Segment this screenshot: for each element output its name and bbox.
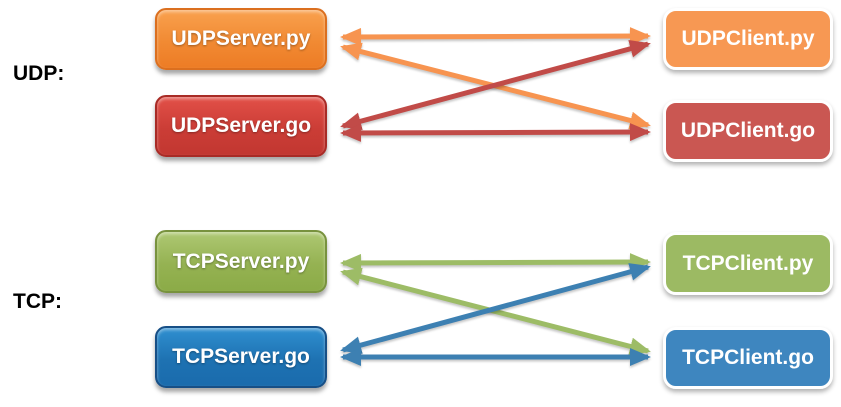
arrow-udpserver-go-udpclient-py — [340, 39, 651, 131]
arrow-tcpserver-go-tcpclient-py — [340, 263, 651, 354]
udp-section-label: UDP: — [13, 62, 65, 85]
node-tcp-client-py: TCPClient.py — [663, 232, 833, 295]
node-label: UDPClient.go — [680, 119, 816, 142]
node-label: TCPServer.go — [172, 345, 310, 368]
node-udp-client-go: UDPClient.go — [663, 100, 833, 162]
node-label: UDPServer.py — [171, 27, 311, 50]
node-label: UDPServer.go — [170, 114, 312, 137]
node-label: UDPClient.py — [681, 27, 815, 50]
node-tcp-server-go: TCPServer.go — [155, 326, 327, 388]
node-udp-server-py: UDPServer.py — [155, 8, 327, 70]
node-label: TCPClient.py — [682, 251, 814, 275]
node-tcp-server-py: TCPServer.py — [155, 230, 327, 293]
arrow-udpserver-go-udpclient-go — [340, 123, 651, 142]
node-udp-server-go: UDPServer.go — [155, 95, 327, 157]
node-udp-client-py: UDPClient.py — [663, 8, 833, 70]
node-label: TCPServer.py — [172, 249, 310, 273]
arrow-tcpserver-py-tcpclient-py — [340, 253, 651, 272]
node-label: TCPClient.go — [682, 346, 814, 369]
node-tcp-client-go: TCPClient.go — [663, 327, 833, 389]
tcp-section-label: TCP: — [13, 290, 62, 313]
arrow-udpserver-py-udpclient-py — [340, 27, 651, 46]
